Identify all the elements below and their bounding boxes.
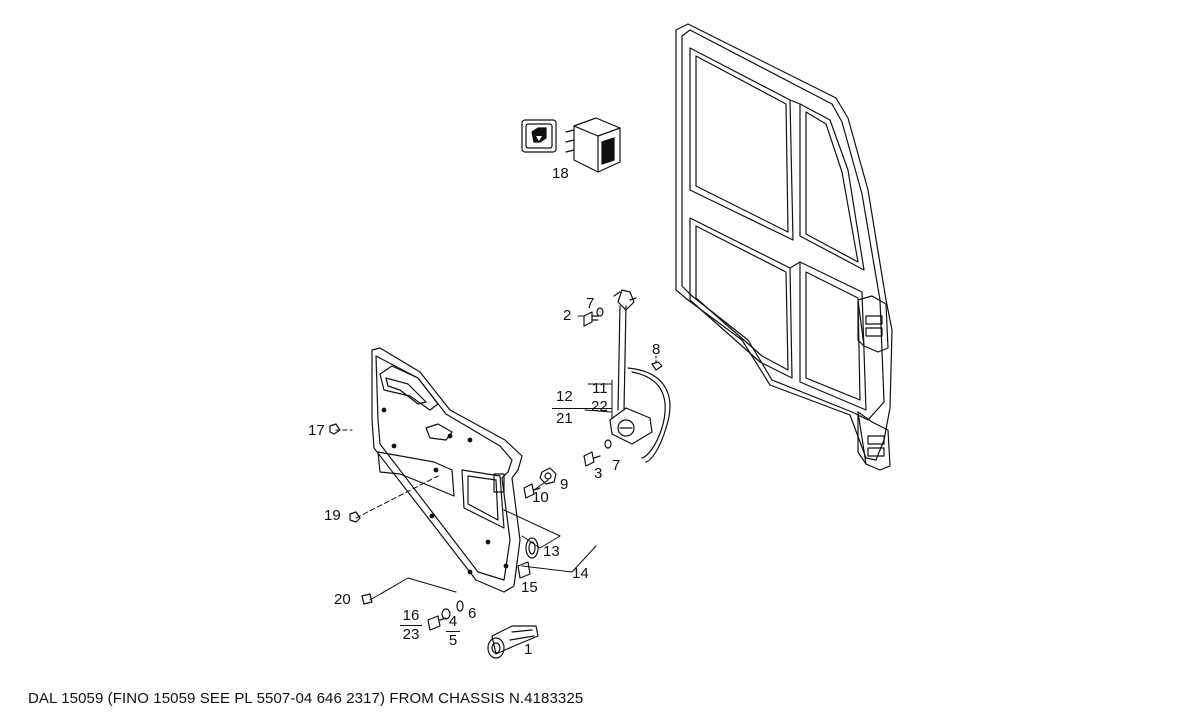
callout-5: 5	[448, 632, 458, 649]
fraction-4-5: 4 5	[446, 614, 460, 649]
fraction-bar-12-21	[552, 408, 612, 409]
washer-7-bottom	[605, 440, 611, 448]
clip-19	[350, 512, 360, 522]
footer-caption: DAL 15059 (FINO 15059 SEE PL 5507-04 646…	[28, 690, 584, 707]
callout-7-top: 7	[586, 295, 595, 312]
screw-3	[584, 452, 600, 466]
washer-4	[442, 609, 450, 619]
washer-7-top	[597, 308, 603, 316]
callout-13: 13	[543, 543, 560, 560]
callout-3: 3	[594, 465, 603, 482]
washer-6	[457, 601, 463, 611]
upper-hinge	[858, 296, 888, 352]
cap-15	[518, 562, 530, 578]
callout-4: 4	[448, 613, 458, 630]
window-regulator	[610, 290, 670, 462]
grommet-13	[526, 538, 538, 558]
callout-7-bottom: 7	[612, 457, 621, 474]
door-shell	[676, 24, 892, 460]
lock-cylinder-1	[488, 626, 538, 658]
callout-9: 9	[560, 476, 569, 493]
callout-12: 12	[556, 388, 573, 405]
callout-14: 14	[572, 565, 589, 582]
lower-hinge	[858, 412, 890, 470]
callout-2: 2	[563, 307, 572, 324]
leader-lines	[336, 316, 656, 600]
screw-2-top	[584, 312, 598, 326]
callout-15: 15	[521, 579, 538, 596]
callout-20: 20	[334, 591, 351, 608]
callout-18: 18	[552, 165, 569, 182]
clip-8	[652, 362, 662, 370]
callout-19: 19	[324, 507, 341, 524]
screw-20	[362, 594, 372, 604]
window-switch-body	[566, 118, 620, 172]
nut-9	[540, 468, 556, 484]
callout-6: 6	[468, 605, 477, 622]
callout-22: 22	[591, 398, 608, 415]
clip-17	[330, 424, 340, 434]
window-opening-front	[690, 48, 793, 240]
window-opening-rear	[800, 104, 864, 270]
window-switch-icon	[522, 120, 556, 152]
callout-11: 11	[592, 380, 608, 397]
callout-21: 21	[556, 410, 573, 427]
callout-17: 17	[308, 422, 325, 439]
callout-10: 10	[532, 489, 549, 506]
fraction-16-23: 16 23	[400, 608, 422, 643]
lower-panel-front	[690, 218, 792, 378]
callout-16: 16	[402, 607, 420, 624]
callout-1: 1	[524, 641, 533, 658]
door-trim-panel	[372, 348, 522, 592]
callout-8: 8	[652, 341, 661, 358]
lower-panel-rear	[800, 262, 866, 410]
callout-23: 23	[402, 626, 420, 643]
